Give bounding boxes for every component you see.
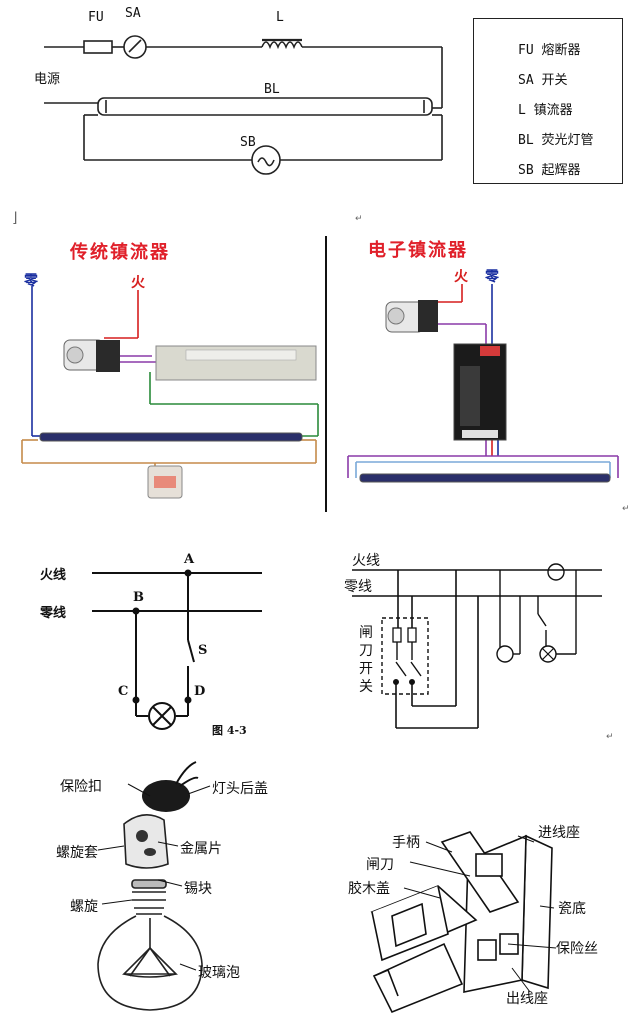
legend-box: FU 熔断器 SA 开关 L 镇流器 BL 荧光灯管 SB 起辉器 bbox=[473, 18, 623, 184]
part-label-screw: 螺旋 bbox=[70, 899, 98, 915]
fu-label: FU bbox=[88, 10, 104, 25]
knife-switch-char: 闸 bbox=[359, 625, 373, 641]
legend-item-sb: SB 起辉器 bbox=[518, 163, 581, 178]
traditional-ballast-title: 传统镇流器 bbox=[70, 242, 170, 263]
l-label: L bbox=[276, 10, 284, 25]
fluorescent-circuit-diagram bbox=[44, 35, 443, 175]
part-label-glass-bulb: 玻璃泡 bbox=[198, 965, 240, 981]
electronic-neutral-label: 零 bbox=[485, 269, 499, 285]
part-label-metal-plate: 金属片 bbox=[180, 841, 222, 857]
traditional-neutral-label: 零 bbox=[24, 273, 38, 289]
point-c-label: C bbox=[118, 684, 129, 699]
legend-item-bl: BL 荧光灯管 bbox=[518, 133, 594, 148]
legend-item-fu: FU 熔断器 bbox=[518, 43, 581, 58]
point-a-label: A bbox=[184, 552, 195, 567]
return-mark: ↵ bbox=[606, 732, 614, 742]
left-neutral-wire-label: 零线 bbox=[40, 606, 67, 621]
legend-item-sa: SA 开关 bbox=[518, 73, 568, 88]
traditional-live-label: 火 bbox=[131, 275, 145, 291]
return-mark: ↵ bbox=[355, 214, 363, 224]
part-label-porcelain-base: 瓷底 bbox=[558, 901, 586, 917]
part-label-screw-sleeve: 螺旋套 bbox=[56, 845, 98, 861]
part-label-inlet-seat: 进线座 bbox=[538, 825, 580, 841]
power-label: 电源 bbox=[34, 72, 61, 87]
right-live-wire-label: 火线 bbox=[352, 553, 380, 569]
knife-switch-char: 关 bbox=[359, 679, 373, 695]
point-s-label: S bbox=[198, 643, 208, 658]
electronic-ballast-title: 电子镇流器 bbox=[368, 240, 468, 261]
part-label-cap-rear-cover: 灯头后盖 bbox=[212, 781, 268, 797]
part-label-fuse-wire: 保险丝 bbox=[556, 941, 598, 957]
part-label-safety-buckle: 保险扣 bbox=[60, 779, 102, 795]
electronic-live-label: 火 bbox=[454, 269, 468, 285]
left-live-wire-label: 火线 bbox=[40, 568, 67, 583]
part-label-outlet-seat: 出线座 bbox=[506, 991, 548, 1007]
switch-wiring-diagram bbox=[92, 563, 602, 730]
legend-item-l: L 镇流器 bbox=[518, 103, 573, 118]
knife-switch-char: 刀 bbox=[359, 643, 373, 659]
part-label-bakelite-cover: 胶木盖 bbox=[348, 881, 390, 897]
bl-label: BL bbox=[264, 82, 280, 97]
point-d-label: D bbox=[194, 684, 206, 699]
part-label-knife-blade: 闸刀 bbox=[366, 857, 394, 873]
sb-label: SB bbox=[240, 135, 256, 150]
return-mark: ↵ bbox=[622, 504, 630, 514]
sa-label: SA bbox=[125, 6, 141, 21]
right-neutral-wire-label: 零线 bbox=[344, 579, 372, 595]
part-label-handle: 手柄 bbox=[392, 835, 420, 851]
knife-switch-char: 开 bbox=[359, 661, 373, 677]
part-label-tin-block: 锡块 bbox=[184, 881, 212, 897]
cursor-mark: ⌋ bbox=[12, 210, 18, 226]
ballast-wiring-diagram bbox=[21, 236, 619, 512]
point-b-label: B bbox=[133, 590, 144, 605]
figure-caption: 图 4-3 bbox=[212, 724, 247, 737]
